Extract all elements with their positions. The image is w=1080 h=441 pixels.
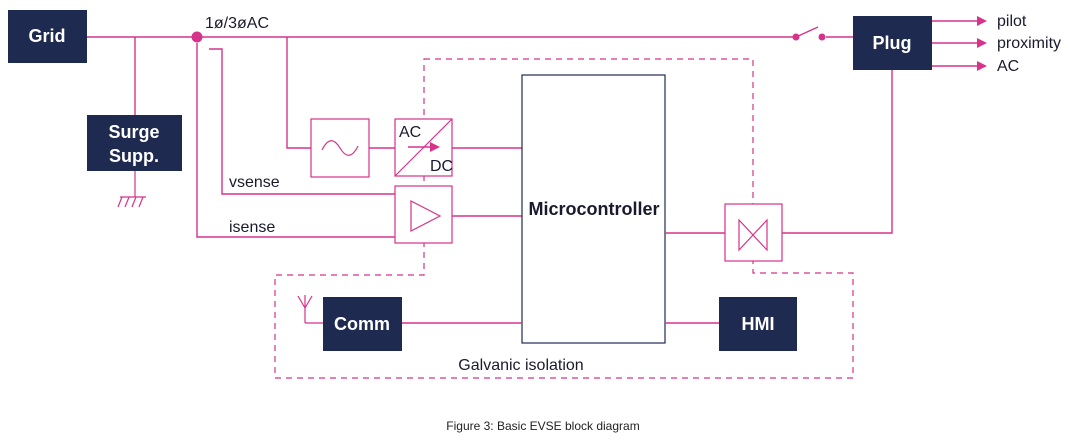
galvanic-isolation-boundary: [274, 58, 854, 379]
sense-amplifier-block: [394, 185, 453, 244]
microcontroller-block: [521, 74, 666, 344]
grid-block: [8, 10, 87, 63]
relay-switch: [795, 26, 819, 38]
amplifier-triangle-icon: [410, 200, 442, 232]
sine-icon: [321, 140, 359, 156]
surge-suppressor-block: [87, 115, 182, 171]
isense-label: isense: [229, 219, 275, 236]
output-proximity-label: proximity: [997, 35, 1061, 52]
antenna-icon: [297, 295, 323, 324]
junction-dot: [191, 31, 203, 43]
ac-input-label: AC: [399, 124, 421, 141]
output-pilot-label: pilot: [997, 13, 1027, 30]
switch-contact-right: [818, 33, 826, 41]
surge-label-line2: Supp.: [109, 146, 159, 166]
dc-output-label: DC: [430, 158, 453, 175]
surge-label-line1: Surge: [108, 122, 159, 142]
plug-label: Plug: [873, 33, 912, 53]
vsense-label: vsense: [229, 174, 280, 191]
supply-label: 1ø/3øAC: [205, 15, 269, 32]
galvanic-isolation-label: Galvanic isolation: [458, 357, 583, 374]
ground-icon: [117, 171, 146, 208]
plug-block: [853, 16, 932, 70]
microcontroller-label: Microcontroller: [528, 199, 659, 219]
output-ac-label: AC: [997, 58, 1019, 75]
isolation-coupler-block: [724, 203, 783, 262]
emi-filter-block: [310, 118, 370, 178]
figure-caption: Figure 3: Basic EVSE block diagram: [446, 419, 639, 433]
ac-bus-wiring: [87, 26, 853, 238]
comm-label: Comm: [334, 314, 390, 334]
comm-block: [323, 297, 402, 351]
hmi-block: [719, 297, 797, 351]
hmi-label: HMI: [742, 314, 775, 334]
grid-label: Grid: [28, 26, 65, 46]
